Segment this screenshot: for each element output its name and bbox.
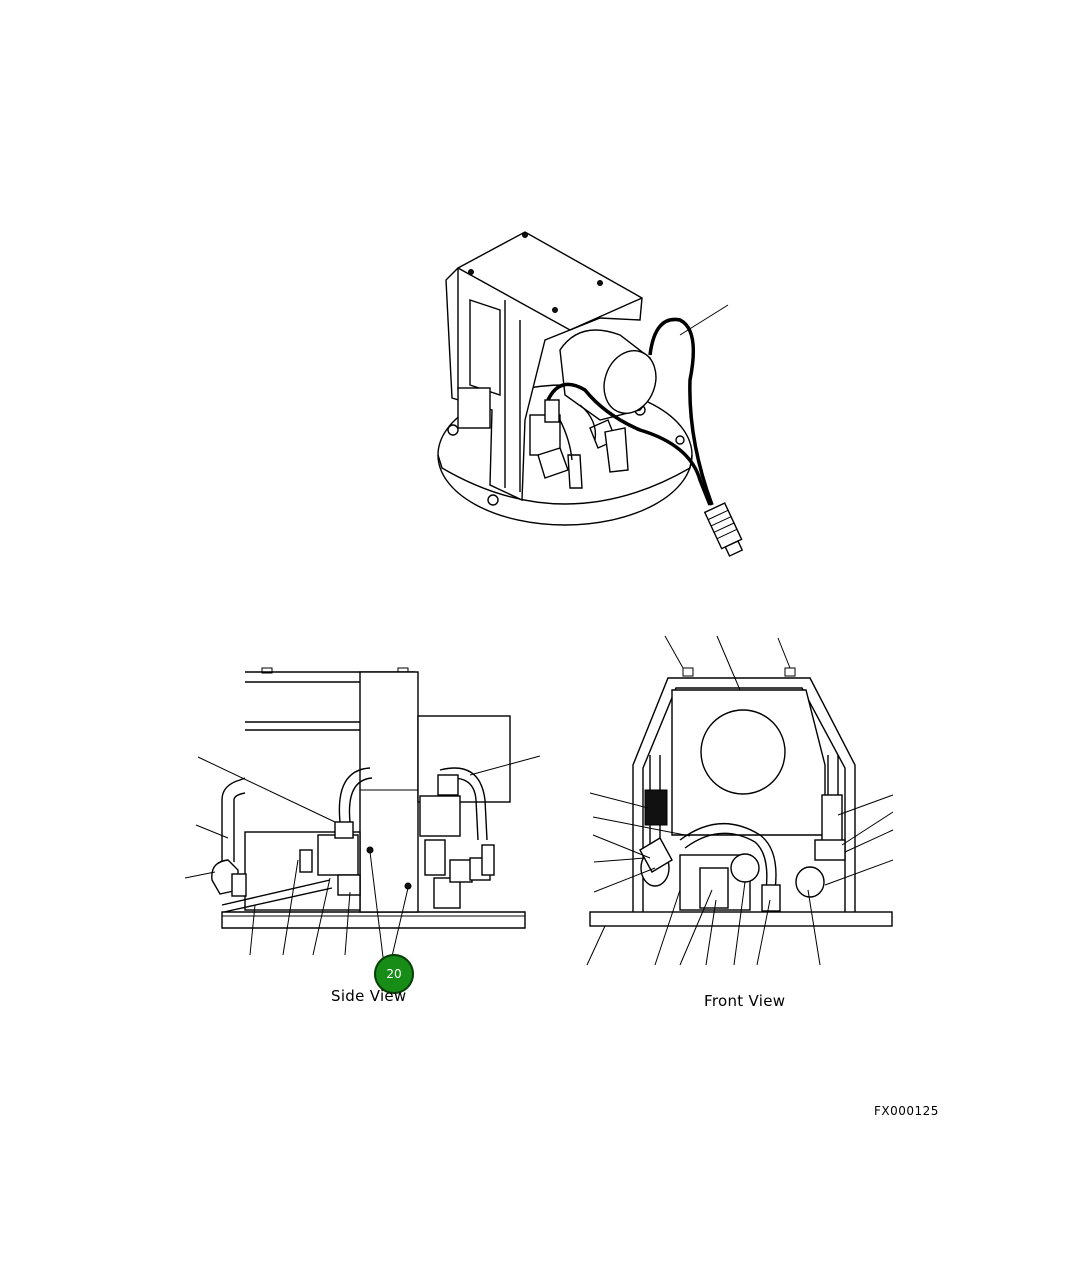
side-view-drawing xyxy=(184,667,541,966)
figure-id: FX000125 xyxy=(874,1104,939,1118)
front-motor-plate xyxy=(671,689,826,836)
front-motor-circle xyxy=(700,709,786,795)
side-view-title: Side View xyxy=(331,987,407,1005)
iso-cable xyxy=(546,382,712,506)
side-motor-box xyxy=(417,715,511,803)
isometric-assembly xyxy=(437,231,744,557)
side-column xyxy=(359,671,419,913)
callout-badge[interactable]: 20 xyxy=(374,954,414,994)
side-base-plate xyxy=(221,911,526,929)
front-view-drawing xyxy=(586,635,894,966)
front-frame xyxy=(632,677,856,912)
iso-connector xyxy=(703,502,744,557)
callout-number: 20 xyxy=(386,967,402,981)
front-view-title: Front View xyxy=(704,992,786,1010)
